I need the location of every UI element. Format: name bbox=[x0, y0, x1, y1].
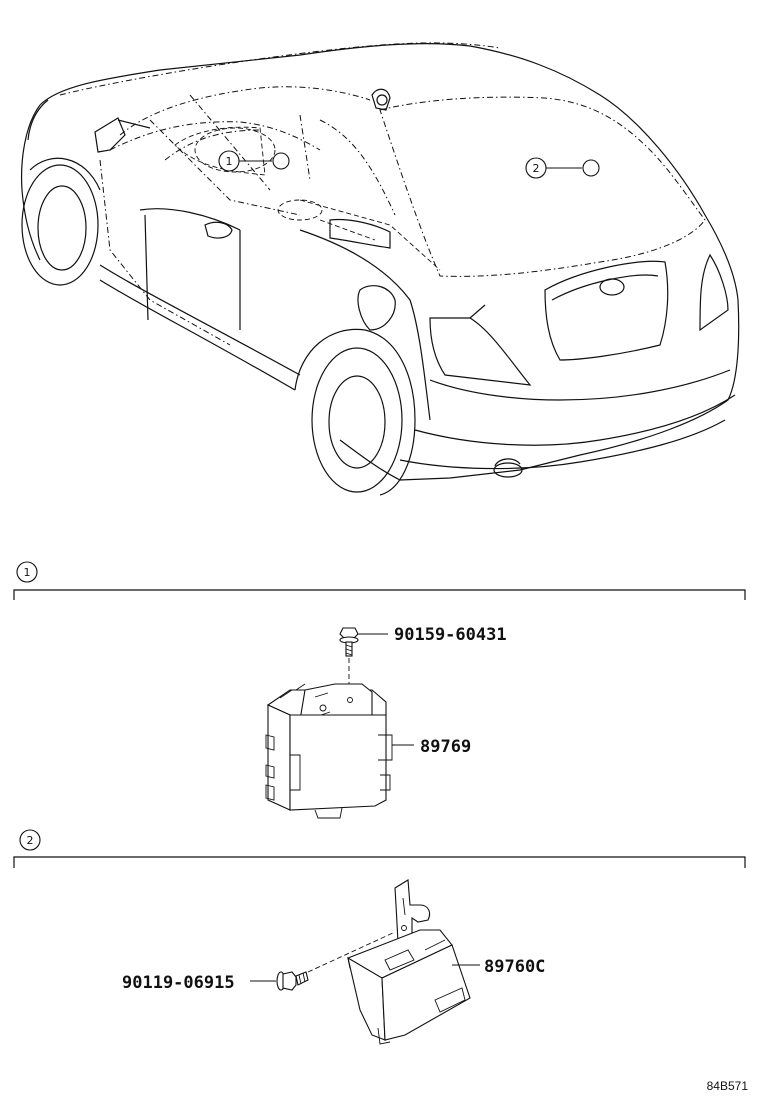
part-number-label: 90159-60431 bbox=[394, 625, 507, 645]
callout-1-on-vehicle: 1 bbox=[218, 150, 290, 172]
callout-number: 1 bbox=[226, 155, 233, 168]
callout-2-on-vehicle: 2 bbox=[525, 157, 600, 179]
part-number-label: 89760C bbox=[484, 957, 545, 977]
section-1-header: 1 bbox=[13, 561, 746, 600]
part-number-label: 89769 bbox=[420, 737, 471, 757]
part-number-label: 90119-06915 bbox=[122, 973, 235, 993]
module-89760c bbox=[347, 879, 480, 1045]
section-number: 1 bbox=[24, 566, 31, 579]
section-number: 2 bbox=[27, 834, 34, 847]
bolt-90119-06915 bbox=[250, 931, 396, 991]
callout-number: 2 bbox=[533, 162, 540, 175]
bolt-90159-60431 bbox=[339, 627, 388, 715]
vehicle-illustration bbox=[21, 42, 740, 496]
section-2-header: 2 bbox=[13, 829, 746, 868]
module-89769 bbox=[265, 683, 414, 819]
figure-code: 84B571 bbox=[707, 1079, 749, 1093]
